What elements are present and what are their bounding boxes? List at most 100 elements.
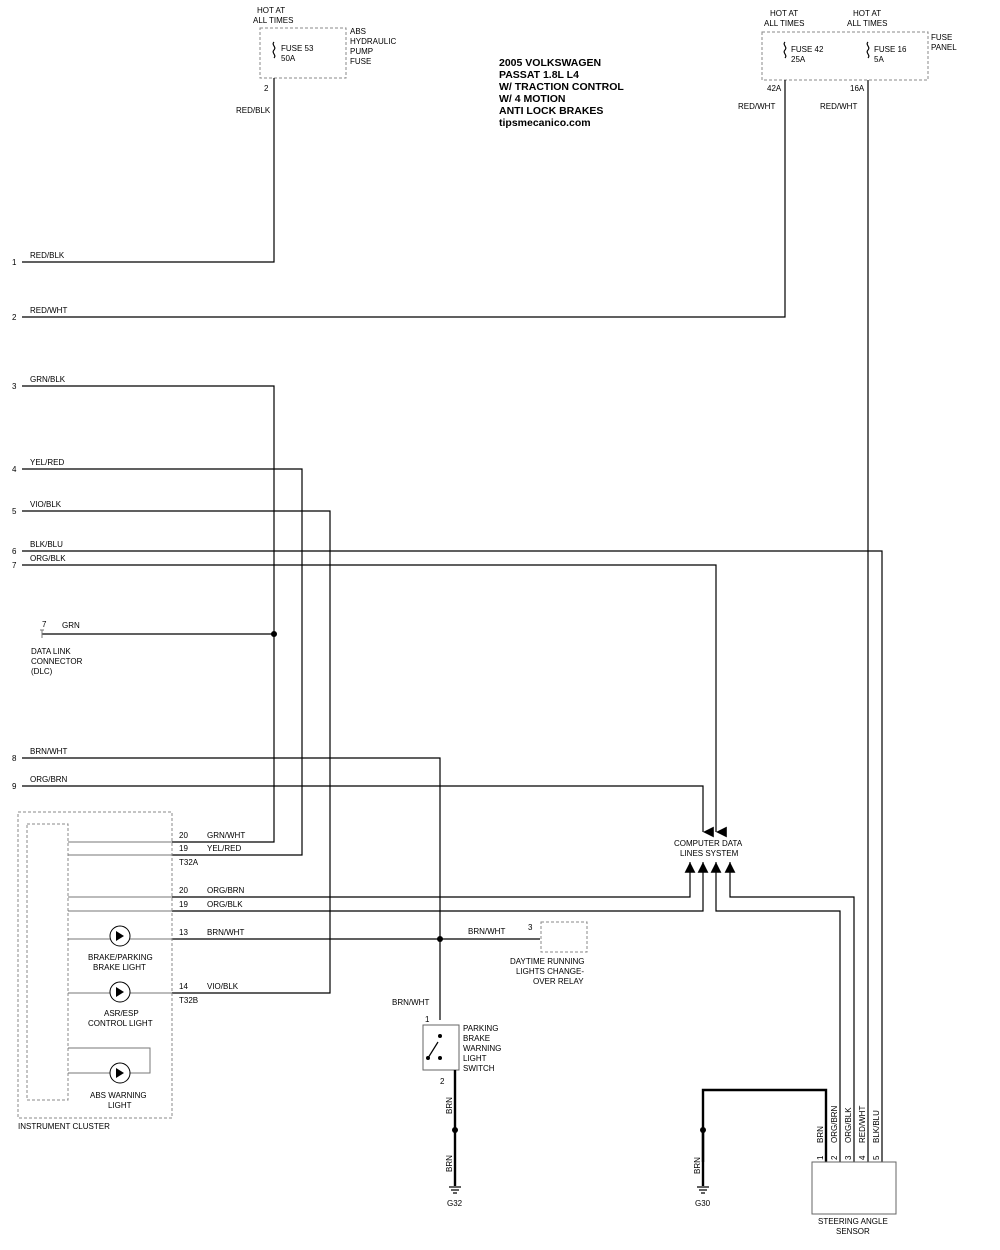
wire-sensor-1-ground bbox=[701, 1088, 828, 1162]
pin-6-wire: BLK/BLU bbox=[30, 540, 63, 549]
title-line-1: 2005 VOLKSWAGEN bbox=[499, 57, 601, 69]
fuse-16-symbol bbox=[866, 41, 870, 59]
cluster-internal-wires bbox=[68, 841, 172, 1074]
wires bbox=[22, 78, 883, 1162]
sensor-wire-1: BRN bbox=[816, 1126, 825, 1143]
pin-6-num: 6 bbox=[12, 547, 17, 556]
sensor-wire-5: BLK/BLU bbox=[872, 1110, 881, 1143]
sensor-pin-5: 5 bbox=[872, 1155, 881, 1160]
pin-3-num: 3 bbox=[12, 382, 17, 391]
computer-data-label-2: LINES SYSTEM bbox=[680, 849, 739, 858]
t32b-pin-20: 20 bbox=[179, 886, 188, 895]
t32a-pin-19: 19 bbox=[179, 844, 188, 853]
ground-g30-label: G30 bbox=[695, 1199, 711, 1208]
dlc-label-3: (DLC) bbox=[31, 667, 53, 676]
dlc-terminal bbox=[40, 629, 44, 638]
fuse-53-amps: 50A bbox=[281, 54, 296, 63]
g30-splice bbox=[700, 1127, 706, 1133]
wire-pin-9 bbox=[22, 785, 714, 838]
parking-brake-switch: BRN/WHT 1 2 PARKING BRAKE WARNING LIGHT … bbox=[392, 998, 501, 1208]
switch-label-3: WARNING bbox=[463, 1044, 501, 1053]
sensor-pin-2: 2 bbox=[830, 1155, 839, 1160]
t32b-pin-14: 14 bbox=[179, 982, 188, 991]
fuse-16-wire: RED/WHT bbox=[820, 102, 857, 111]
ground-g30-icon bbox=[697, 1186, 709, 1194]
g30-wire-label: BRN bbox=[693, 1157, 702, 1174]
fuse-53-block: HOT AT ALL TIMES FUSE 53 50A ABS HYDRAUL… bbox=[236, 6, 396, 115]
title-line-6: tipsmecanico.com bbox=[499, 117, 591, 129]
switch-ground-splice bbox=[452, 1127, 458, 1133]
computer-data-lines: COMPUTER DATA LINES SYSTEM bbox=[674, 839, 743, 858]
switch-contact-bottom bbox=[438, 1056, 442, 1060]
t32b-wire-14: VIO/BLK bbox=[207, 982, 239, 991]
fuse-16-pin: 16A bbox=[850, 84, 865, 93]
t32b-wire-20: ORG/BRN bbox=[207, 886, 245, 895]
drl-relay-label-1: DAYTIME RUNNING bbox=[510, 957, 585, 966]
pin-2-wire: RED/WHT bbox=[30, 306, 67, 315]
t32a-name: T32A bbox=[179, 858, 199, 867]
fuse-42-symbol bbox=[783, 41, 787, 59]
steering-angle-sensor: 1 BRN 2 ORG/BRN 3 ORG/BLK 4 RED/WHT 5 BL… bbox=[811, 1105, 897, 1236]
switch-pin-1: 1 bbox=[425, 1015, 430, 1024]
fuse-42-amps: 25A bbox=[791, 55, 806, 64]
dlc-label-2: CONNECTOR bbox=[31, 657, 83, 666]
fuse-53-desc-2: HYDRAULIC bbox=[350, 37, 396, 46]
sensor-pin-3: 3 bbox=[844, 1155, 853, 1160]
drl-relay-label-2: LIGHTS CHANGE- bbox=[516, 967, 584, 976]
diagram-title: 2005 VOLKSWAGEN PASSAT 1.8L L4 W/ TRACTI… bbox=[499, 57, 624, 129]
pin-8-wire: BRN/WHT bbox=[30, 747, 67, 756]
cluster-inner bbox=[26, 823, 69, 1101]
pin-1-wire: RED/BLK bbox=[30, 251, 65, 260]
wire-pin-3 bbox=[22, 385, 275, 843]
hot-at-label-3: HOT AT bbox=[853, 9, 881, 18]
hot-at-label: HOT AT bbox=[257, 6, 285, 15]
fuse-panel-label-1: FUSE bbox=[931, 33, 952, 42]
switch-wire-brn-1: BRN bbox=[445, 1097, 454, 1114]
sensor-pin-4: 4 bbox=[858, 1155, 867, 1160]
fuse-53-name: FUSE 53 bbox=[281, 44, 314, 53]
wire-pin-4 bbox=[22, 468, 303, 856]
drl-relay: BRN/WHT 3 DAYTIME RUNNING LIGHTS CHANGE-… bbox=[468, 921, 588, 986]
fuse-16-name: FUSE 16 bbox=[874, 45, 907, 54]
left-pins: 1 RED/BLK 2 RED/WHT 3 GRN/BLK 4 YEL/RED … bbox=[12, 251, 68, 791]
drl-relay-pin: 3 bbox=[528, 923, 533, 932]
all-times-label: ALL TIMES bbox=[253, 16, 293, 25]
fuse-53-symbol bbox=[272, 41, 276, 59]
fuse-16-amps: 5A bbox=[874, 55, 884, 64]
t32b-pin-13: 13 bbox=[179, 928, 188, 937]
abs-light-icon bbox=[116, 1068, 124, 1078]
pin-5-num: 5 bbox=[12, 507, 17, 516]
all-times-label-3: ALL TIMES bbox=[847, 19, 887, 28]
title-line-3: W/ TRACTION CONTROL bbox=[499, 81, 624, 93]
wire-pin-8 bbox=[22, 757, 441, 1020]
sensor-wire-2: ORG/BRN bbox=[830, 1105, 839, 1143]
drl-relay-label-3: OVER RELAY bbox=[533, 977, 584, 986]
switch-box bbox=[422, 1024, 460, 1071]
sensor-wire-3: ORG/BLK bbox=[844, 1107, 853, 1143]
wire-sensor-2-path bbox=[724, 862, 855, 1162]
fuse-panel-box bbox=[761, 31, 929, 81]
pin-9-num: 9 bbox=[12, 782, 17, 791]
wire-sensor-3 bbox=[710, 862, 841, 1162]
switch-label-2: BRAKE bbox=[463, 1034, 490, 1043]
instrument-cluster: BRAKE/PARKING BRAKE LIGHT ASR/ESP CONTRO… bbox=[17, 811, 245, 1131]
cluster-outline bbox=[17, 811, 173, 1119]
pin-8-num: 8 bbox=[12, 754, 17, 763]
sensor-wire-4: RED/WHT bbox=[858, 1106, 867, 1143]
pin-5-wire: VIO/BLK bbox=[30, 500, 62, 509]
title-line-2: PASSAT 1.8L L4 bbox=[499, 69, 579, 81]
fuse-53-desc-1: ABS bbox=[350, 27, 366, 36]
ground-g32-label: G32 bbox=[447, 1199, 463, 1208]
t32b-wire-19: ORG/BLK bbox=[207, 900, 243, 909]
pin-1-num: 1 bbox=[12, 258, 17, 267]
switch-contact-top bbox=[438, 1034, 442, 1038]
fuse-panel-block: HOT AT ALL TIMES HOT AT ALL TIMES FUSE 4… bbox=[738, 9, 957, 111]
t32b-name: T32B bbox=[179, 996, 198, 1005]
brake-light-icon bbox=[116, 931, 124, 941]
pin-7-wire: ORG/BLK bbox=[30, 554, 66, 563]
wire-pin-2 bbox=[22, 80, 786, 318]
t32a-wire-20: GRN/WHT bbox=[207, 831, 245, 840]
brake-light-label-1: BRAKE/PARKING bbox=[88, 953, 153, 962]
t32b-wire-13: BRN/WHT bbox=[207, 928, 244, 937]
